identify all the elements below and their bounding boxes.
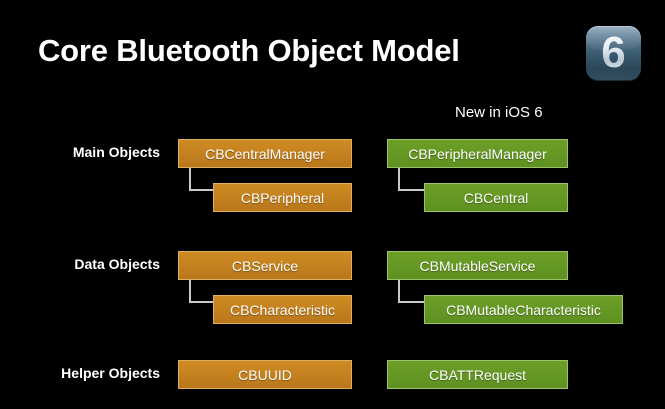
node-cbmutablecharacteristic[interactable]: CBMutableCharacteristic <box>424 295 623 324</box>
connector-cbcentralmanager-to-cbperipheral <box>189 168 215 191</box>
new-in-ios-6-label: New in iOS 6 <box>455 104 543 121</box>
connector-vertical-line <box>398 280 400 303</box>
ios-6-badge-number: 6 <box>586 26 641 81</box>
page-title: Core Bluetooth Object Model <box>38 33 460 68</box>
ios-6-badge: 6 <box>586 26 641 81</box>
row-label-helper-objects: Helper Objects <box>61 365 160 381</box>
connector-vertical-line <box>189 168 191 191</box>
node-cbservice[interactable]: CBService <box>178 251 352 280</box>
node-cbattrequest[interactable]: CBATTRequest <box>387 360 568 389</box>
node-cbcentral[interactable]: CBCentral <box>424 183 568 212</box>
row-label-data-objects: Data Objects <box>74 256 160 272</box>
row-label-main-objects: Main Objects <box>72 144 160 160</box>
connector-vertical-line <box>189 280 191 303</box>
connector-cbservice-to-cbcharacteristic <box>189 280 215 303</box>
connector-cbmutableservice-to-cbmutablecharacteristic <box>398 280 426 303</box>
connector-vertical-line <box>398 168 400 191</box>
connector-horizontal-line <box>189 301 215 303</box>
connector-horizontal-line <box>398 189 426 191</box>
node-cbcharacteristic[interactable]: CBCharacteristic <box>213 295 352 324</box>
connector-cbperipheralmanager-to-cbcentral <box>398 168 426 191</box>
connector-horizontal-line <box>189 189 215 191</box>
node-cbuuid[interactable]: CBUUID <box>178 360 352 389</box>
node-cbmutableservice[interactable]: CBMutableService <box>387 251 568 280</box>
node-cbcentralmanager[interactable]: CBCentralManager <box>178 139 352 168</box>
connector-horizontal-line <box>398 301 426 303</box>
node-cbperipheralmanager[interactable]: CBPeripheralManager <box>387 139 568 168</box>
node-cbperipheral[interactable]: CBPeripheral <box>213 183 352 212</box>
